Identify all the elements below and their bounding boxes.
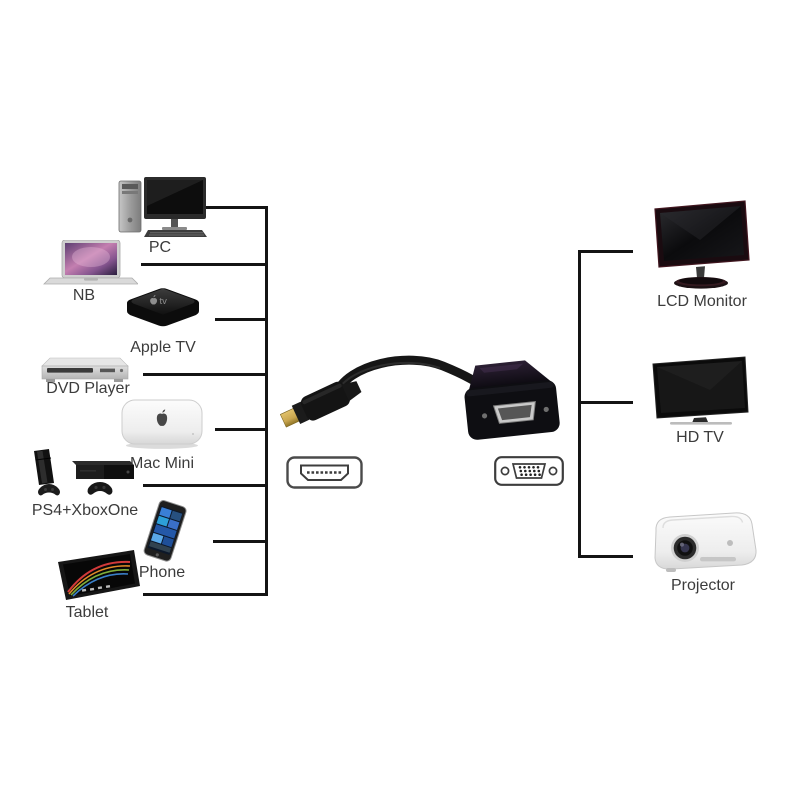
hd-tv-image: [652, 356, 749, 425]
tablet-image: [58, 550, 140, 600]
mac-mini-image: [121, 399, 203, 449]
pc-image: [118, 177, 207, 237]
connector-stub-pc: [203, 206, 268, 209]
output-bus-line: [578, 250, 581, 558]
lcd-monitor-image: [654, 200, 750, 289]
label-nb: NB: [72, 287, 96, 304]
phone-image: [143, 500, 187, 562]
connector-stub-ps4-xboxone: [143, 484, 268, 487]
source-bus-line: [265, 206, 268, 596]
vga-port-icon: [494, 456, 564, 486]
connector-stub-projector: [581, 555, 633, 558]
connector-stub-lcd-monitor: [581, 250, 633, 253]
connector-stub-hd-tv: [581, 401, 633, 404]
hdmi-port-icon: [286, 456, 363, 489]
label-apple-tv: Apple TV: [130, 339, 196, 356]
vga-converter-head: [464, 360, 560, 440]
notebook-image: [43, 240, 138, 285]
label-projector: Projector: [670, 577, 736, 594]
label-mac-mini: Mac Mini: [129, 455, 194, 472]
connector-stub-mac-mini: [215, 428, 268, 431]
connector-stub-apple-tv: [215, 318, 268, 321]
label-tablet: Tablet: [65, 604, 109, 621]
label-ps4-xboxone: PS4+XboxOne: [31, 502, 139, 519]
hdmi-plug: [279, 381, 362, 428]
connector-stub-dvd-player: [143, 373, 268, 376]
label-hd-tv: HD TV: [676, 429, 724, 446]
projector-image: [654, 512, 757, 572]
label-lcd-monitor: LCD Monitor: [657, 293, 747, 310]
ps4-xboxone-image: [34, 449, 134, 496]
dvd-player-image: [41, 357, 129, 382]
apple-tv-image: tv: [127, 288, 199, 327]
label-phone: Phone: [138, 564, 186, 581]
connector-stub-tablet: [143, 593, 268, 596]
label-dvd-player: DVD Player: [46, 380, 130, 397]
hdmi-to-vga-adapter-cable: [279, 355, 560, 440]
label-pc: PC: [148, 239, 172, 256]
connector-stub-nb: [141, 263, 268, 266]
apple-tv-logo-text: tv: [160, 296, 168, 307]
connector-stub-phone: [213, 540, 268, 543]
